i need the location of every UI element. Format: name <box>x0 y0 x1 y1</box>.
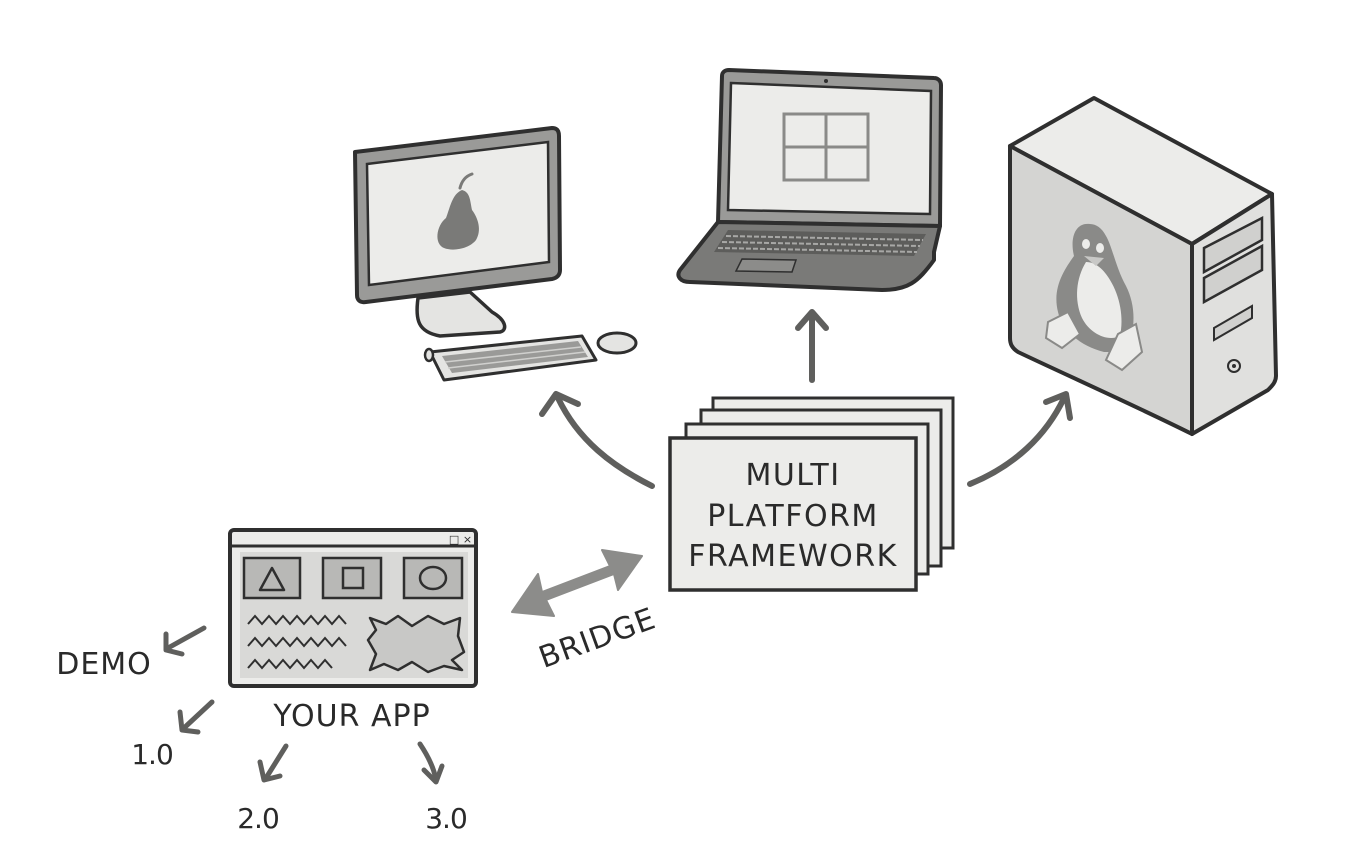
framework-line-1: MULTI <box>745 458 840 493</box>
app-window: _ □ × <box>228 528 478 688</box>
image-placeholder <box>366 614 466 674</box>
arrow-to-demo <box>163 625 207 657</box>
arrow-to-laptop <box>795 309 829 383</box>
arrow-to-tower <box>967 391 1073 487</box>
text-placeholder <box>247 614 347 670</box>
arrow-to-v2 <box>257 743 289 783</box>
circle-icon <box>418 565 448 591</box>
framework-line-2: PLATFORM <box>707 499 879 534</box>
framework-line-3: FRAMEWORK <box>688 539 898 574</box>
pear-icon <box>437 172 479 250</box>
your-app-label: YOUR APP <box>272 699 430 734</box>
triangle-icon <box>258 566 286 592</box>
desktop-computer <box>353 126 638 382</box>
arrow-to-v3 <box>417 741 445 785</box>
version-3-label: 3.0 <box>425 802 467 835</box>
version-2-label: 2.0 <box>237 802 279 835</box>
arrow-to-desktop <box>539 391 655 489</box>
arrow-to-v1 <box>177 699 215 735</box>
version-1-label: 1.0 <box>131 738 173 771</box>
square-icon <box>341 566 365 590</box>
mouse-icon <box>596 331 638 355</box>
framework-stack: MULTI PLATFORM FRAMEWORK <box>668 396 955 592</box>
windows-grid-icon <box>782 112 870 182</box>
demo-label: DEMO <box>56 647 152 682</box>
desktop-keyboard <box>423 334 598 382</box>
window-controls: _ □ × <box>439 533 472 546</box>
penguin-icon <box>1044 223 1144 372</box>
laptop-computer <box>676 68 943 292</box>
bridge-arrow <box>511 549 643 617</box>
tower-computer <box>1008 96 1278 436</box>
